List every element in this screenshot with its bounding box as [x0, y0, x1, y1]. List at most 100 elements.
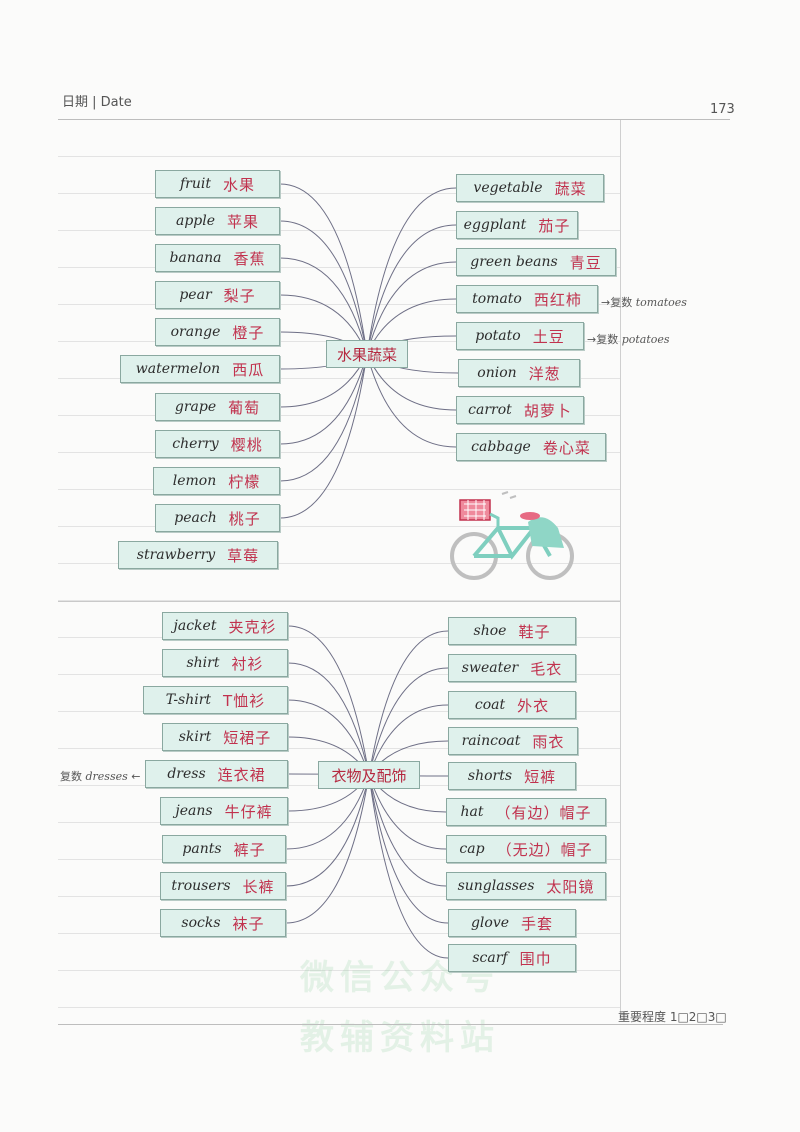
word-en: strawberry [136, 547, 216, 563]
word-sunglasses: sunglasses 太阳镜 [446, 872, 606, 900]
word-zh: 西瓜 [232, 360, 265, 379]
word-zh: （有边）帽子 [495, 803, 592, 822]
word-zh: （无边）帽子 [496, 840, 593, 859]
word-en: scarf [472, 950, 508, 966]
connector-line [285, 774, 370, 924]
word-dress: dress 连衣裙 [145, 760, 288, 788]
connector-line [285, 774, 370, 887]
word-zh: 樱桃 [230, 435, 263, 454]
footer-rule [58, 1024, 723, 1025]
word-zh: 梨子 [223, 286, 256, 305]
word-zh: 苹果 [227, 212, 260, 231]
word-zh: 西红柿 [533, 290, 582, 309]
word-en: shorts [467, 768, 513, 784]
word-en: jeans [175, 803, 213, 819]
word-en: dress [167, 766, 206, 782]
note-dresses: 复数 dresses ← [60, 770, 141, 783]
connector-line [279, 183, 368, 355]
importance-label: 重要程度 1□2□3□ [618, 1010, 727, 1024]
word-zh: 洋葱 [528, 364, 561, 383]
word-watermelon: watermelon 西瓜 [120, 355, 280, 383]
word-en: sweater [461, 660, 519, 676]
connector-line [279, 220, 368, 355]
connector-line [366, 187, 457, 355]
word-jeans: jeans 牛仔裤 [160, 797, 288, 825]
word-zh: 衬衫 [231, 654, 264, 673]
word-zh: 雨衣 [532, 732, 565, 751]
word-zh: 牛仔裤 [224, 802, 273, 821]
word-cap: cap （无边）帽子 [446, 835, 606, 863]
connector-line [287, 662, 370, 776]
word-zh: 鞋子 [518, 622, 551, 641]
word-en: eggplant [463, 217, 527, 233]
word-en: cherry [172, 436, 219, 452]
word-zh: 柠檬 [228, 472, 261, 491]
word-en: watermelon [135, 361, 221, 377]
word-onion: onion 洋葱 [458, 359, 580, 387]
word-fruit: fruit 水果 [155, 170, 280, 198]
note-word: potatoes [621, 333, 670, 346]
word-en: skirt [178, 729, 212, 745]
connector-line [368, 774, 447, 850]
word-zh: 围巾 [519, 949, 552, 968]
hub-fruits-vegetables: 水果蔬菜 [326, 340, 408, 368]
word-zh: 桃子 [228, 509, 261, 528]
word-zh: 水果 [222, 175, 255, 194]
word-en: grape [174, 399, 217, 415]
word-en: potato [475, 328, 521, 344]
word-peach: peach 桃子 [155, 504, 280, 532]
word-en: glove [470, 915, 510, 931]
connector-line [287, 625, 370, 776]
word-lemon: lemon 柠檬 [153, 467, 280, 495]
hub-clothes-accessories: 衣物及配饰 [318, 761, 420, 789]
word-en: orange [170, 324, 221, 340]
word-zh: 太阳镜 [546, 877, 595, 896]
word-en: hat [460, 804, 484, 820]
connector-line [368, 667, 449, 776]
note-tomatoes: →复数 tomatoes [601, 296, 687, 309]
word-en: peach [174, 510, 217, 526]
word-en: cap [459, 841, 485, 857]
word-zh: 裤子 [233, 840, 266, 859]
header-rule [58, 119, 730, 120]
word-en: lemon [172, 473, 217, 489]
word-zh: 胡萝卜 [523, 401, 572, 420]
connector-line [279, 353, 368, 445]
connector-line [279, 353, 368, 482]
word-en: sunglasses [457, 878, 535, 894]
word-en: trousers [171, 878, 231, 894]
connector-line [368, 774, 447, 887]
date-label: 日期 | Date [62, 95, 132, 110]
connector-line [368, 774, 449, 959]
word-zh: 葡萄 [228, 398, 261, 417]
word-zh: 短裤 [524, 767, 557, 786]
word-zh: 手套 [521, 914, 554, 933]
word-zh: 短裙子 [223, 728, 272, 747]
word-en: onion [477, 365, 517, 381]
note-word: dresses [85, 770, 128, 783]
note-label: 复数 [596, 333, 619, 346]
word-en: fruit [179, 176, 211, 192]
note-potatoes: →复数 potatoes [587, 333, 670, 346]
word-zh: T恤衫 [223, 691, 266, 710]
margin-rule [620, 120, 621, 1020]
word-en: jacket [173, 618, 217, 634]
word-zh: 香蕉 [233, 249, 266, 268]
word-zh: 连衣裙 [217, 765, 266, 784]
word-en: pants [182, 841, 222, 857]
word-en: tomato [472, 291, 522, 307]
